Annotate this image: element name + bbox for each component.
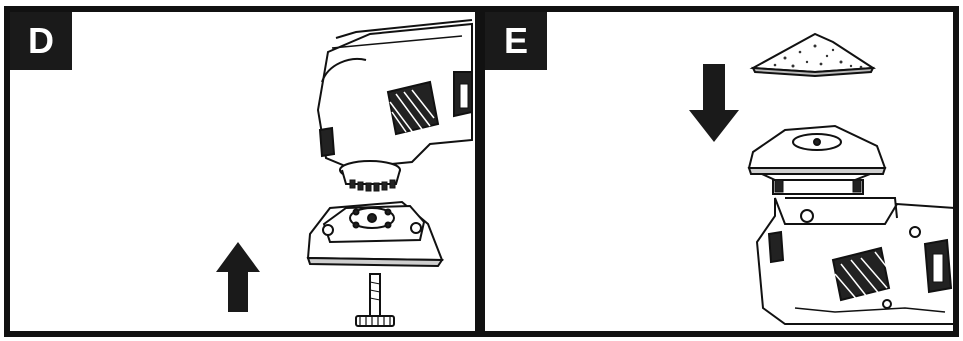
- panel-d-label: D: [10, 12, 72, 70]
- oscillating-tool-with-pad-icon: [747, 124, 953, 325]
- panel-e-illustration: [689, 32, 953, 325]
- up-arrow-icon: [216, 242, 260, 312]
- panel-d: D: [4, 6, 481, 337]
- panel-e: E: [481, 6, 959, 337]
- down-arrow-icon: [689, 64, 739, 142]
- grille-icon: [386, 80, 440, 136]
- mounting-bolt-icon: [355, 273, 395, 327]
- sanding-pad-icon: [306, 200, 444, 268]
- oscillating-tool-head-icon: [316, 19, 473, 192]
- sandpaper-sheet-icon: [749, 32, 877, 78]
- panel-e-label: E: [485, 12, 547, 70]
- grille-icon: [831, 246, 891, 303]
- panel-d-illustration: [216, 19, 473, 327]
